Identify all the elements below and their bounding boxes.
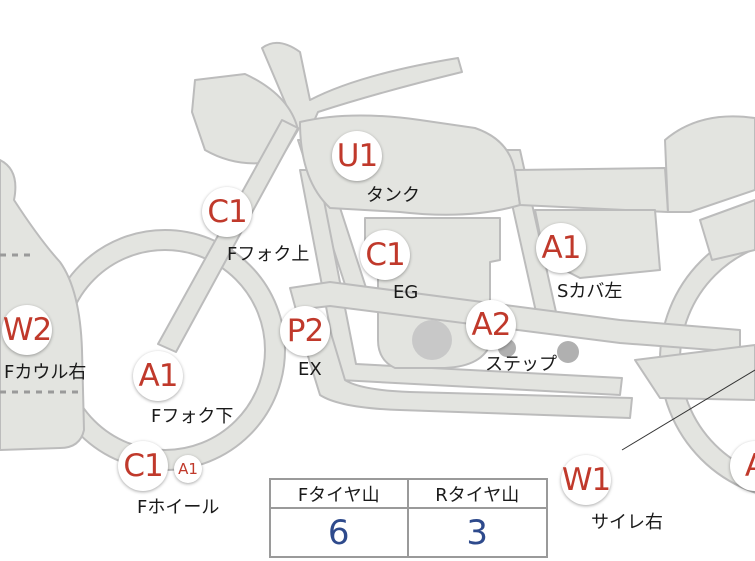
tank-code-badge: U1 xyxy=(332,131,382,181)
cowl-right-code-badge: W2 xyxy=(2,305,52,355)
front-wheel-label: Fホイール xyxy=(137,497,220,518)
front-wheel-code2-badge: A1 xyxy=(174,455,202,483)
fork-upper-label: Fフォク上 xyxy=(227,244,310,265)
front-tire-value: 6 xyxy=(271,509,409,556)
fork-lower-code-badge: A1 xyxy=(133,351,183,401)
silencer-leader-line xyxy=(621,369,755,451)
rear-tire-header: Rタイヤ山 xyxy=(408,480,546,509)
front-cowl-shape xyxy=(0,159,85,451)
side-cover-code-badge: A1 xyxy=(536,223,586,273)
fork-upper-code-badge: C1 xyxy=(202,187,252,237)
front-tire-header: Fタイヤ山 xyxy=(271,480,409,509)
silencer-shape xyxy=(634,344,755,401)
exhaust-label: EX xyxy=(298,359,322,380)
side-cover-label: Sカバ左 xyxy=(557,281,623,302)
step-shape xyxy=(557,341,579,363)
handlebar-shape xyxy=(261,41,463,131)
exhaust-code-badge: P2 xyxy=(280,306,330,356)
seat-shape xyxy=(514,167,669,213)
silencer-right-label: サイレ右 xyxy=(591,512,663,533)
engine-code-badge: C1 xyxy=(360,230,410,280)
front-wheel-code-badge: C1 xyxy=(118,441,168,491)
step-code-badge: A2 xyxy=(466,300,516,350)
fork-lower-label: Fフォク下 xyxy=(151,406,234,427)
engine-label: EG xyxy=(393,282,419,303)
tire-tread-table: Fタイヤ山 Rタイヤ山 6 3 xyxy=(269,478,548,558)
silencer-right-code-badge: W1 xyxy=(561,455,611,505)
rear-tire-value: 3 xyxy=(466,512,489,553)
tank-label: タンク xyxy=(366,185,420,206)
cowl-right-label: Fカウル右 xyxy=(4,362,87,383)
step-label: ステップ xyxy=(485,354,557,375)
